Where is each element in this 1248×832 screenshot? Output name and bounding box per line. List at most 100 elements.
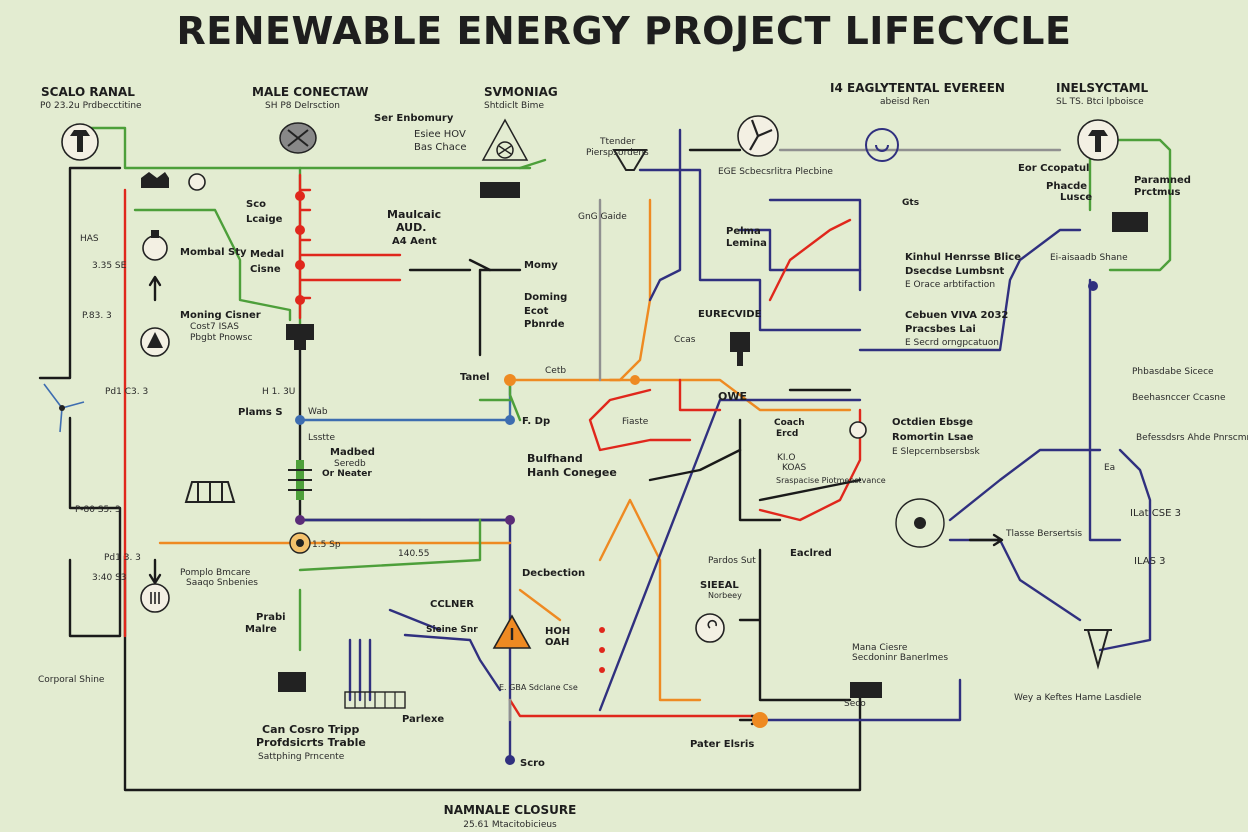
meter-icon <box>140 583 170 613</box>
label-coach: Coach <box>774 418 805 428</box>
label-paramned: Paramned <box>1134 175 1191 186</box>
label-aud: AUD. <box>396 221 426 234</box>
label-eucp: Eor Ccopatul <box>1018 163 1089 174</box>
label-madbed: Madbed <box>330 447 375 458</box>
label-kinhul-a: Dsecdse Lumbsnt <box>905 266 1004 277</box>
label-r2: Beehasnccer Ccasne <box>1132 393 1226 403</box>
label-watker: Wey a Keftes Hame Lasdiele <box>1014 693 1142 703</box>
label-phacle: Phacde <box>1046 181 1087 192</box>
label-lyt-sub: abeisd Ren <box>880 97 930 107</box>
cooling-icon <box>850 682 882 698</box>
fan-icon <box>737 115 779 157</box>
label-ei: Ei-aisaadb Shane <box>1050 253 1128 263</box>
cycle-icon <box>865 128 899 162</box>
label-seltcare: E. GBA Sdclane Cse <box>499 683 578 692</box>
label-octd: Octdien Ebsge <box>892 417 973 428</box>
generator-icon <box>1112 212 1148 232</box>
label-cetb: Cetb <box>545 366 566 376</box>
label-ka: KOAS <box>782 463 806 473</box>
plug-icon <box>752 712 768 728</box>
label-ea: Ea <box>1104 463 1115 473</box>
axis-label-7: 3:40 S3 <box>92 573 127 583</box>
label-eurec: EURECVIDE <box>698 309 762 320</box>
label-lemina: Lemina <box>726 238 767 249</box>
label-momy: Momy <box>524 260 558 271</box>
diagram-title: RENEWABLE ENERGY PROJECT LIFECYCLE <box>177 9 1072 53</box>
label-ilat1: ILat CSE 3 <box>1130 508 1181 519</box>
funnel-icon <box>612 149 648 171</box>
label-madbed-a: Seredb <box>334 459 366 469</box>
label-bulfand: Bulfhand <box>527 452 583 465</box>
label-malre: Malre <box>245 624 277 635</box>
axis-label-m3: 140.55 <box>398 549 430 559</box>
label-kinhul: Kinhul Henrsse Blice <box>905 252 1021 263</box>
pylon-icon <box>1084 629 1112 670</box>
label-moning-b: Pbgbt Pnowsc <box>190 333 252 343</box>
label-lsstte: Lsstte <box>308 433 335 443</box>
male-connector-icon <box>279 122 317 154</box>
label-lyt: I4 EAGLYTENTAL EVEREEN <box>830 81 1005 95</box>
transformer-icon <box>286 324 314 350</box>
svmoniag-icon <box>481 118 529 161</box>
label-hoh: HOH <box>545 626 570 637</box>
label-eaclred: Eaclred <box>790 548 832 559</box>
label-parlexe: Parlexe <box>402 714 444 725</box>
axis-label-1: HAS <box>80 234 99 244</box>
label-coach-sub: Ercd <box>776 429 798 439</box>
label-svmoniag: SVMONIAG <box>484 85 558 99</box>
label-male: MALE CONECTAW <box>252 85 369 99</box>
label-cebuen-a: Pracsbes Lai <box>905 324 976 335</box>
label-mombal: Mombal Sty <box>180 247 247 258</box>
label-ccas: Ccas <box>674 335 696 345</box>
label-prabi: Prabi <box>256 612 286 623</box>
label-kinhul-b: E Orace arbtifaction <box>905 280 995 290</box>
connection-wires <box>38 126 1172 792</box>
label-cisne: Cisne <box>250 264 281 275</box>
label-sco: Sco <box>246 199 266 210</box>
axis-label-3: P.83. 3 <box>82 311 112 321</box>
label-pardos: Pardos Sut <box>708 556 756 566</box>
insulator-icon <box>288 460 312 500</box>
hazard-icon <box>492 614 532 649</box>
label-maulcaic: Maulcaic <box>387 208 441 221</box>
label-scalo-sub: P0 23.2u Prdbecctitine <box>40 101 142 111</box>
label-madbed-b: Or Neater <box>322 469 372 479</box>
label-pater: Pater Elsris <box>690 739 754 750</box>
label-can-b: Sattphing Prncente <box>258 752 345 762</box>
turbine-hub-icon <box>895 498 945 548</box>
label-seco: Seco <box>844 699 866 709</box>
label-doming-b: Pbnrde <box>524 319 565 330</box>
label-lusce: Lusce <box>1060 192 1092 203</box>
pump-icon <box>142 230 168 261</box>
node-markers <box>295 191 1098 765</box>
label-r3: Befessdsrs Ahde Pnrscmm <box>1136 433 1248 443</box>
label-ser-a: Esiee HOV <box>414 129 466 140</box>
label-tender-sub: Pierspsordens <box>586 148 649 158</box>
wind-turbine-icon <box>43 383 85 433</box>
label-oah: OAH <box>545 637 569 648</box>
axis-label-m1: H 1. 3U <box>262 387 295 397</box>
spiral-icon <box>695 613 725 643</box>
label-moning: Moning Cisner <box>180 310 261 321</box>
footer-sub: 25.61 Mtacitobicieus <box>463 820 557 830</box>
label-lcaige: Lcaige <box>246 214 283 225</box>
label-scalo: SCALO RANAL <box>41 85 135 99</box>
label-slaal: SIEEAL <box>700 580 739 591</box>
diagram-labels: SCALO RANAL P0 23.2u Prdbecctitine MALE … <box>38 81 1248 830</box>
label-inel: INELSYCTAML <box>1056 81 1149 95</box>
panel-icon <box>278 672 306 692</box>
label-ser: Ser Enbomury <box>374 113 454 124</box>
label-egc: EGE Scbecsrlitra Plecbine <box>718 167 833 177</box>
label-tanel: Tanel <box>460 372 490 383</box>
label-fiaste: Fiaste <box>622 417 649 427</box>
label-pomplo-sub: Saaqo Snbenies <box>186 578 258 588</box>
label-doming: Doming <box>524 292 567 303</box>
label-tender: Ttender <box>599 137 636 147</box>
label-mana-sub: Secdoninr Banerlmes <box>852 653 948 663</box>
label-fdp: F. Dp <box>522 416 550 427</box>
label-inel-sub: SL TS. Btci lpboisce <box>1056 97 1144 107</box>
label-can: Can Cosro Tripp <box>262 723 360 736</box>
label-cebuen: Cebuen VIVA 2032 <box>905 310 1008 321</box>
battery-row-icon <box>344 691 406 709</box>
label-tlasse: Tlasse Bersertsis <box>1005 529 1082 539</box>
